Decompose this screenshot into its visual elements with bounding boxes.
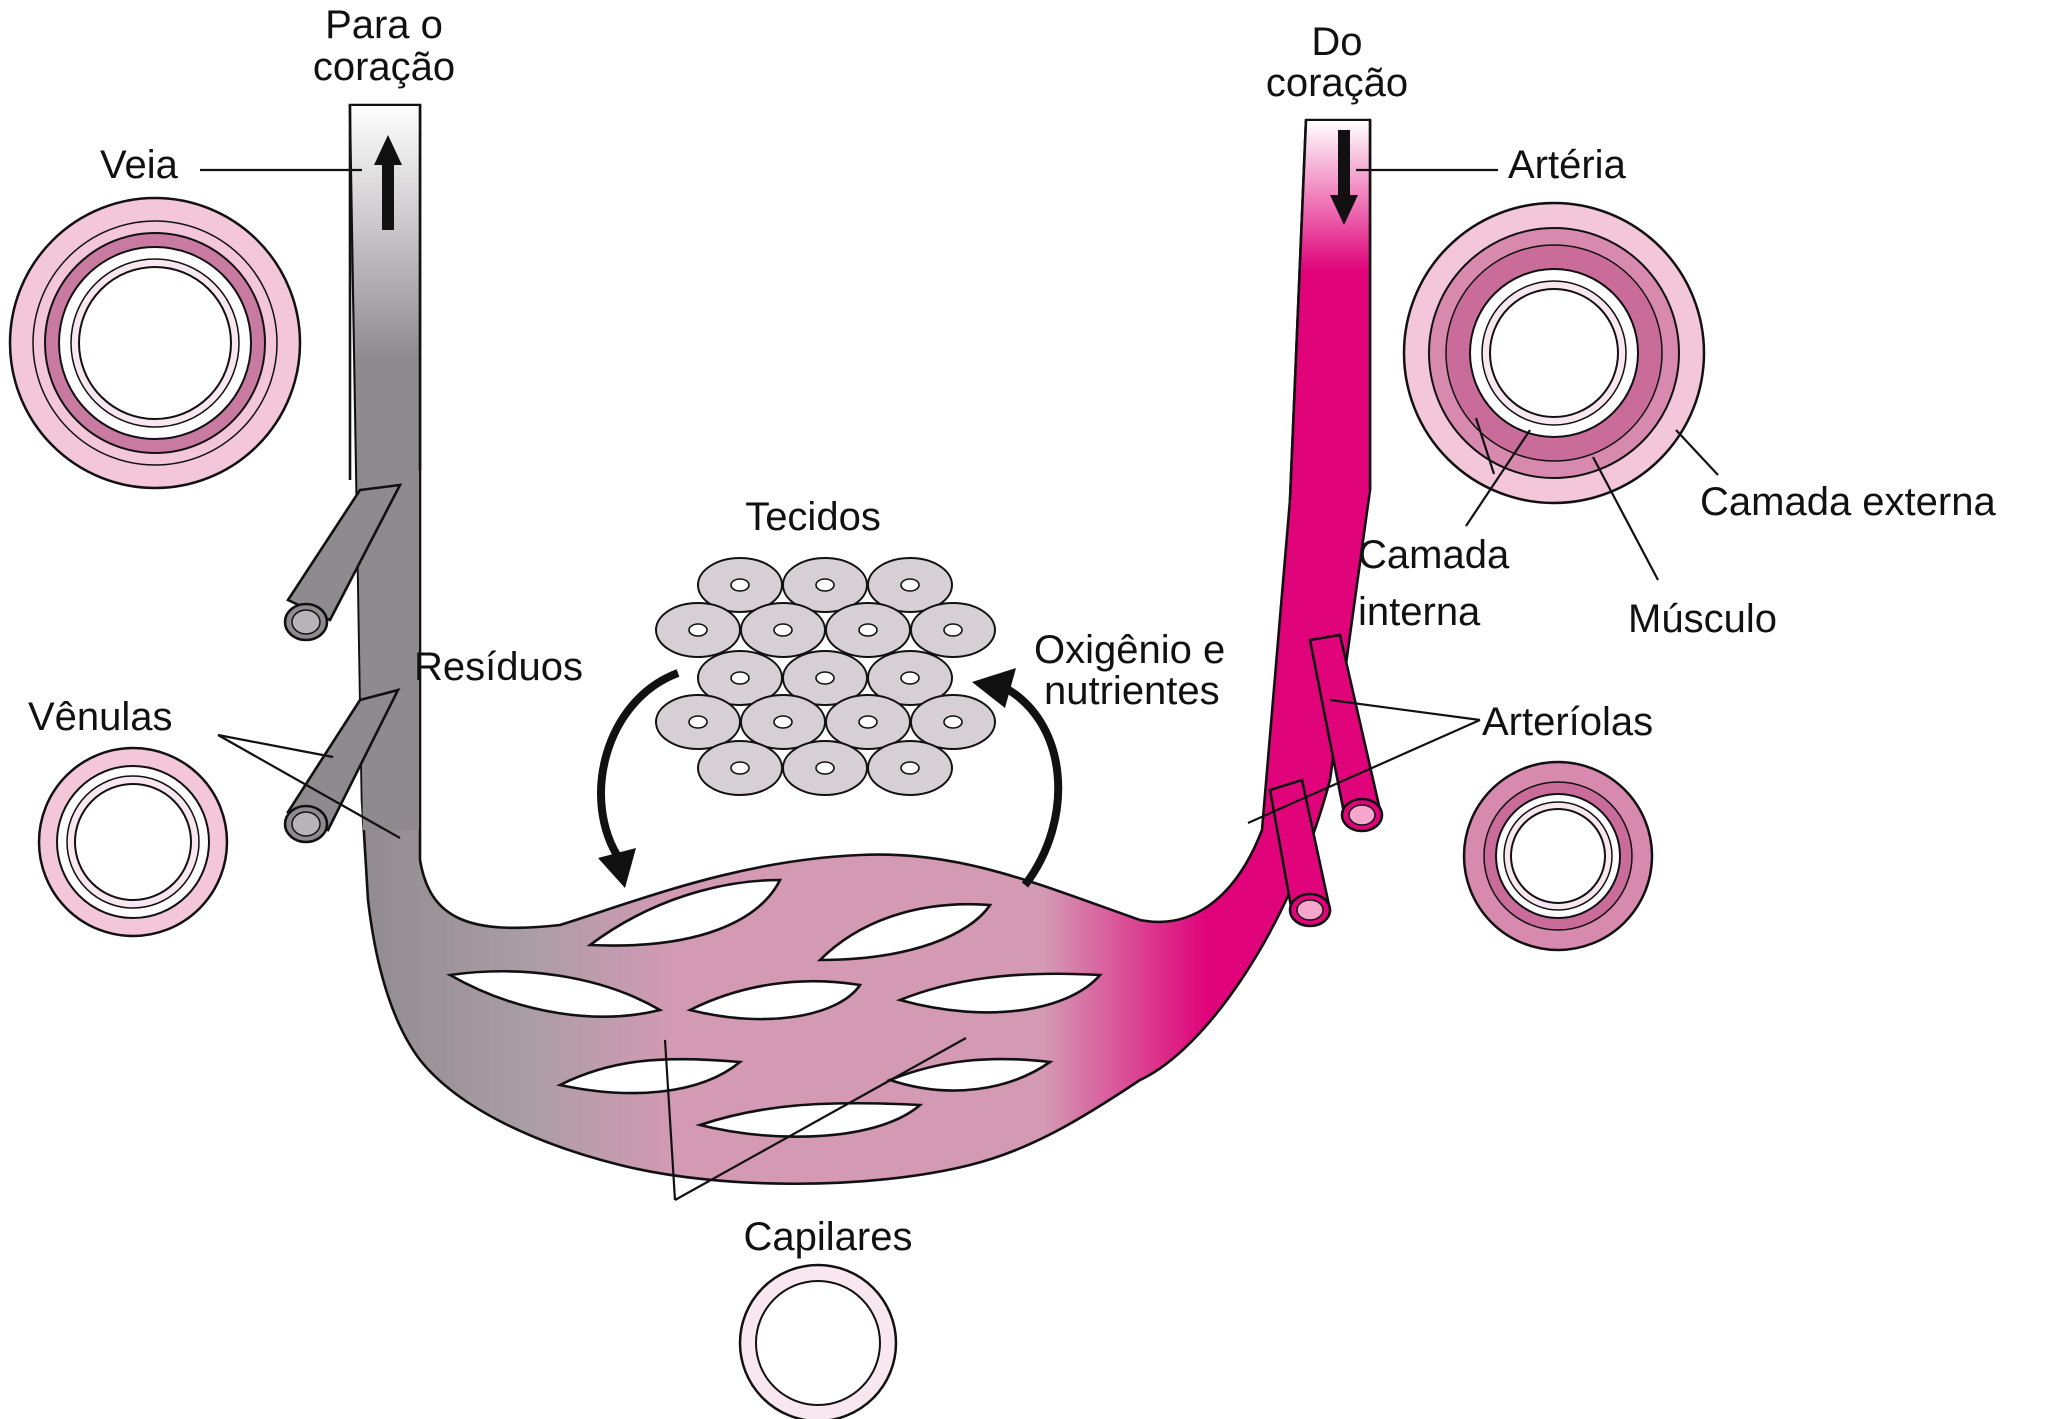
label-outer-layer: Camada externa xyxy=(1700,480,1996,524)
arrow-up-icon xyxy=(374,135,402,230)
tissue-cells xyxy=(655,557,996,796)
label-venules: Vênulas xyxy=(28,695,173,739)
label-vein: Veia xyxy=(100,143,179,187)
capillary-cross-section xyxy=(738,1263,898,1419)
arteriole-cross-section xyxy=(1462,760,1654,952)
venule-upper xyxy=(283,483,403,642)
capillary-network xyxy=(446,878,1103,1138)
arrow-down-icon xyxy=(1330,130,1358,225)
label-from-heart-line1: Do xyxy=(1311,20,1362,64)
label-waste: Resíduos xyxy=(414,645,583,689)
venule-lower xyxy=(283,688,401,844)
label-oxygen-line1: Oxigênio e xyxy=(1034,628,1225,672)
label-to-heart-line1: Para o xyxy=(325,3,443,47)
artery-cross-section xyxy=(1402,201,1706,505)
label-artery: Artéria xyxy=(1508,143,1627,187)
leader-lines xyxy=(200,168,1719,1201)
label-inner-layer-line2: interna xyxy=(1358,590,1481,634)
venule-cross-section xyxy=(37,746,229,938)
arteriole-lower xyxy=(1268,778,1332,928)
label-muscle: Músculo xyxy=(1628,597,1777,641)
label-to-heart-line2: coração xyxy=(313,45,455,89)
label-from-heart-line2: coração xyxy=(1266,61,1408,105)
vein xyxy=(351,106,419,830)
label-capillaries: Capilares xyxy=(744,1215,913,1259)
waste-arrow-icon xyxy=(597,669,680,888)
oxygen-arrow-icon xyxy=(972,668,1063,888)
artery xyxy=(1285,121,1369,620)
vessel-bed xyxy=(348,103,1372,1185)
label-oxygen-line2: nutrientes xyxy=(1044,669,1220,713)
vein-cross-section xyxy=(8,196,302,490)
label-inner-layer-line1: Camada xyxy=(1358,533,1510,577)
label-tissues: Tecidos xyxy=(745,495,881,539)
label-arterioles: Arteríolas xyxy=(1482,700,1653,744)
